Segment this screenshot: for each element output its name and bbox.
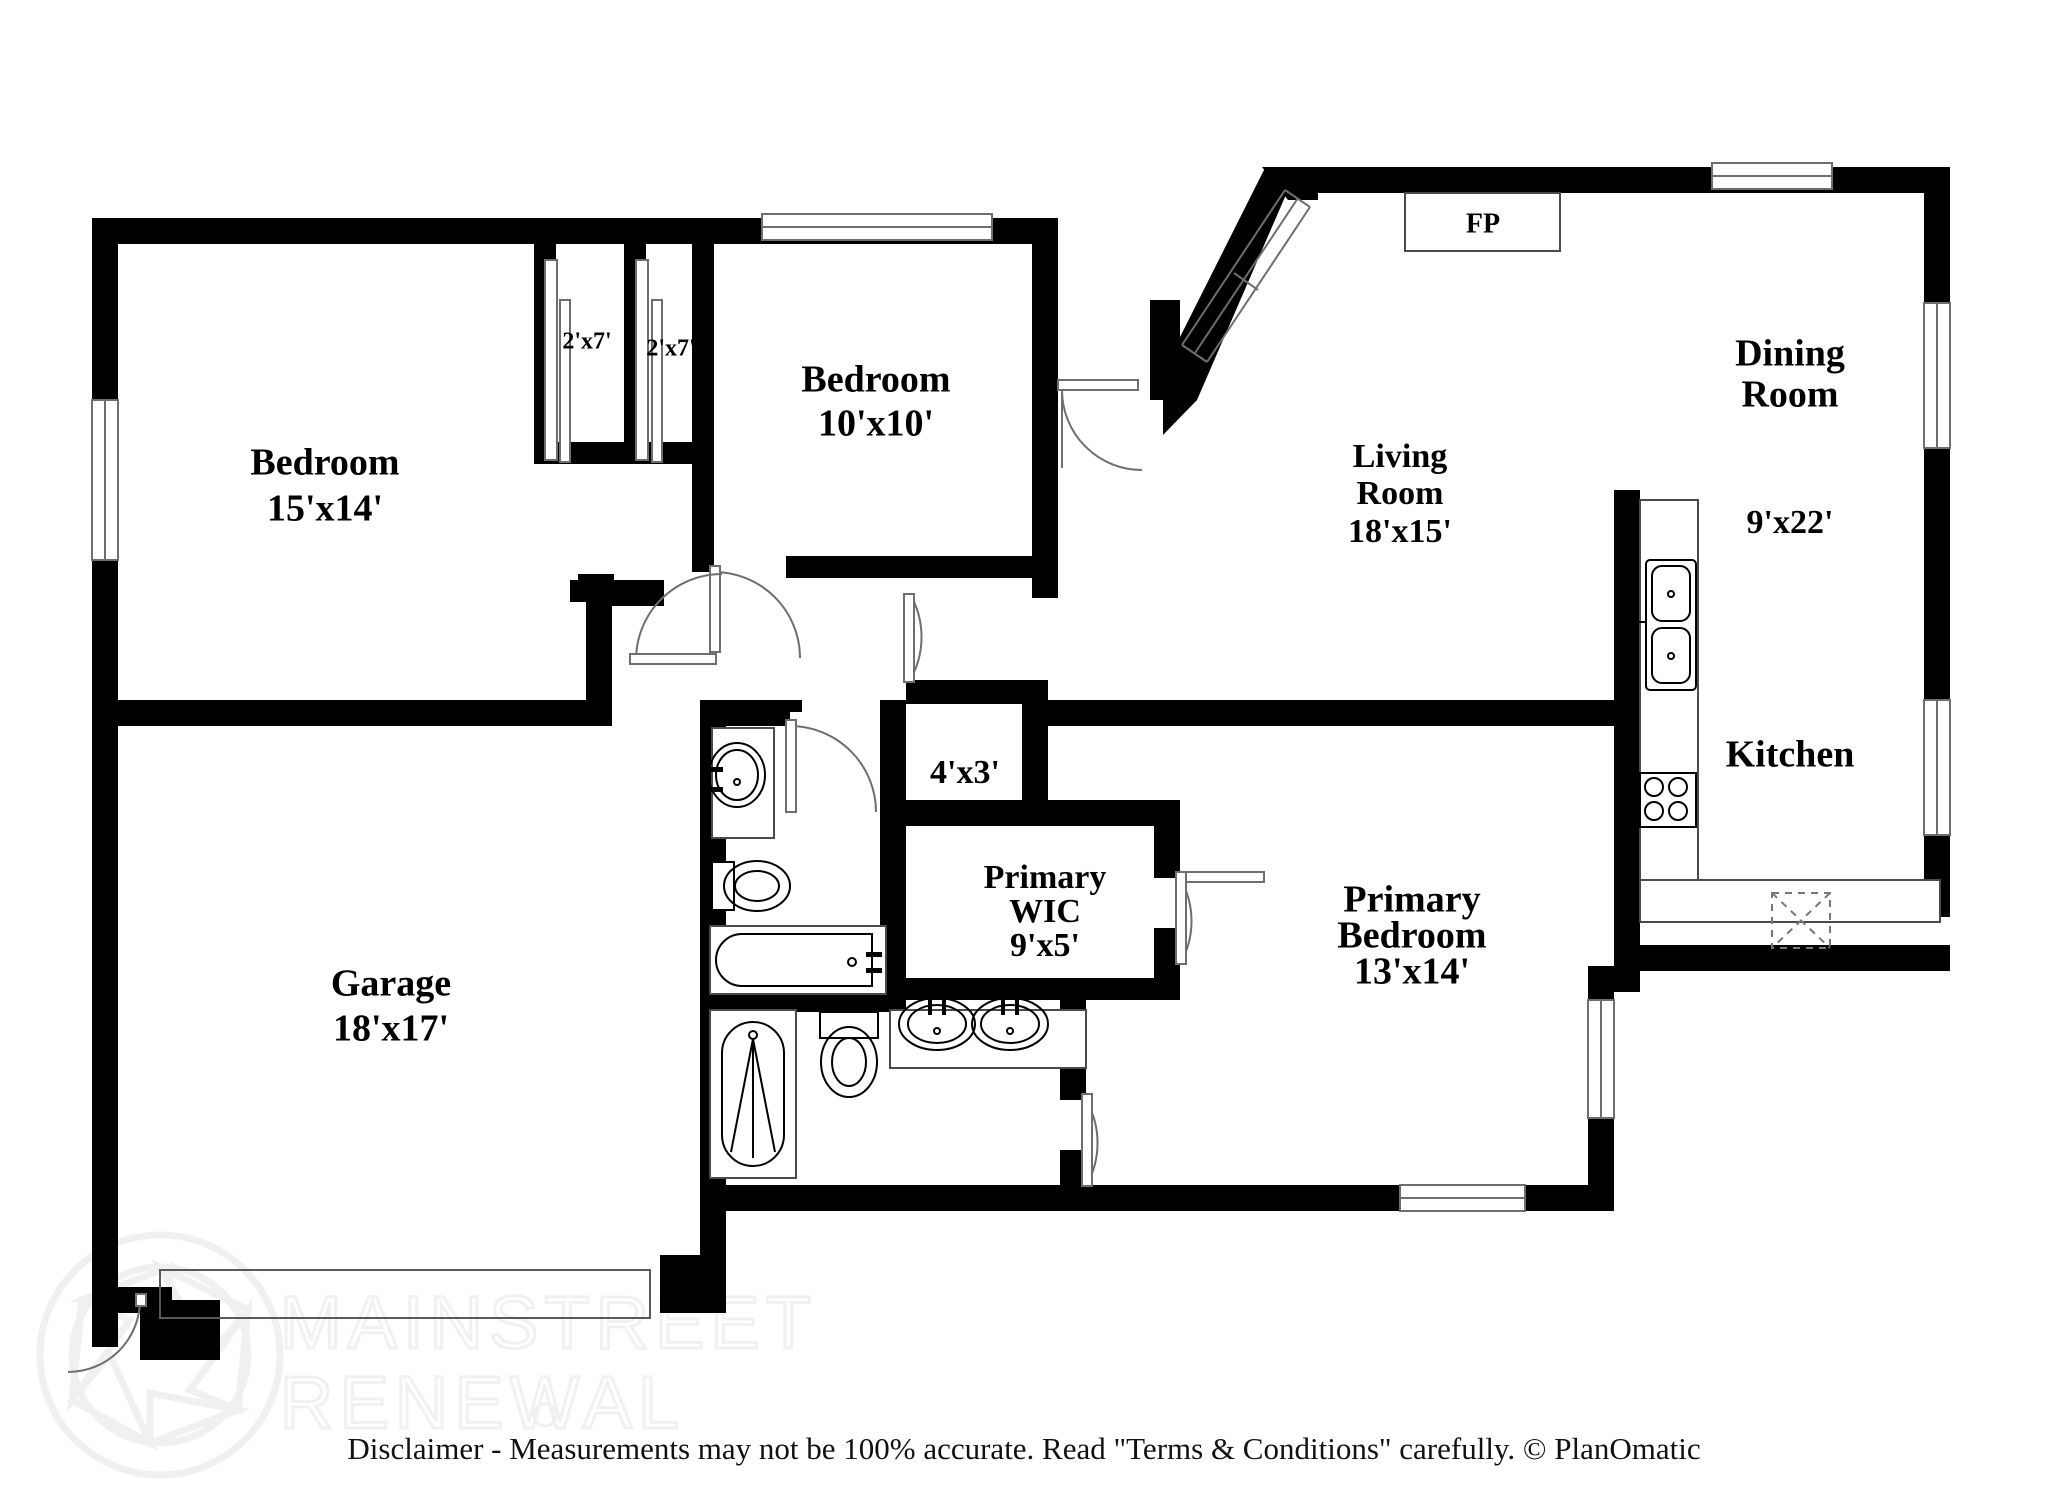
door-bedroom3-hall[interactable] [709,565,801,659]
watermark-mainstreet-renewal: MAINSTREET RENEWAL [36,1231,817,1479]
wall-wic-north [880,800,1180,826]
door-bedroom2[interactable] [629,573,723,665]
label-primary-bedroom-line1: Primary [1343,879,1480,921]
wall-living-south [1118,700,1614,726]
door-primary-bath[interactable] [1081,1093,1099,1187]
aperture-outer-circle [36,1231,284,1479]
label-fireplace: FP [1466,208,1500,239]
door-group[interactable] [67,379,1265,1373]
door-hall-bath[interactable] [785,719,877,813]
exterior-wall-angled [1163,168,1310,435]
wall-kitchen-jog [1588,700,1640,726]
kitchen-counter-south [1639,879,1941,923]
exterior-wall-west [92,218,118,1313]
watermark-line-1: MAINSTREET [280,1281,817,1364]
door-closet-hall[interactable] [903,593,923,683]
label-bedroom-2-dims: 15'x14' [267,488,383,530]
primary-bath-fixtures [709,997,1087,1179]
wall-closet-north [906,680,1048,704]
kitchen-range [1639,772,1697,828]
garage-overhead-door[interactable] [159,1269,651,1319]
watermark-line-2: RENEWAL [280,1361,685,1444]
label-bedroom-3-dims: 10'x10' [818,403,934,445]
tub-surround [709,925,887,995]
window-group [91,162,1951,1212]
primary-bath-vanity [889,1009,1087,1069]
label-kitchen-name: Kitchen [1726,734,1855,776]
door-bedroom3[interactable] [1057,379,1143,471]
label-garage-name: Garage [331,963,451,1005]
wall-kitchen-west [1614,490,1640,720]
wall-wic-east-upper [1154,800,1180,878]
wall-primarybath-jamb [1060,1150,1086,1170]
primary-bath-shower [709,1009,797,1179]
aperture-blade-3 [146,1388,251,1449]
label-dining-room-dims: 9'x22' [1747,504,1834,541]
label-living-room-dims: 18'x15' [1348,513,1452,550]
wall-closet-right-east [692,244,714,464]
door-primary-wic[interactable] [1175,871,1265,965]
wall-bedroom3-south [786,556,1058,578]
label-primary-bedroom-dims: 13'x14' [1354,951,1470,993]
label-primary-wic-dims: 9'x5' [1010,927,1080,964]
label-closet-right-dims: 2'x7' [646,336,695,362]
room-labels: Bedroom 15'x14' Bedroom 10'x10' Living R… [250,208,1854,1049]
wall-hallbath-south [700,990,906,1012]
wall-angle-jamb-lower [1150,300,1180,400]
label-primary-wic-line1: Primary [984,859,1107,896]
exterior-wall-north-right [1300,167,1950,193]
registered-trademark-icon [532,1402,558,1428]
label-closet-left-dims: 2'x7' [562,329,611,355]
primary-bath-vanity-sink-right [971,997,1049,1051]
fireplace [1404,192,1561,252]
primary-bath-toilet [819,1011,879,1098]
label-living-room-line1: Living [1353,438,1447,475]
wall-hall-north-right [1048,700,1118,726]
sliding-door-living[interactable] [1181,189,1311,363]
disclaimer-text: Disclaimer - Measurements may not be 100… [347,1431,1701,1466]
closet-left-door[interactable] [544,259,558,461]
wall-bath-north-left [700,700,790,726]
hall-bath-fixtures [707,727,887,995]
closet-right-door[interactable] [635,259,649,461]
wall-garage-corner [92,1287,118,1347]
label-primary-wic-line2: WIC [1009,893,1081,930]
label-living-room-line2: Room [1357,475,1444,512]
kitchen-refrigerator [1771,892,1831,949]
wall-wic-south [880,978,1180,1000]
kitchen-double-sink [1615,559,1697,691]
closet-right-door-panel[interactable] [651,299,663,463]
label-bedroom-2-name: Bedroom [250,442,399,484]
wall-garage-north [92,700,612,726]
closet-left-door-panel[interactable] [559,299,571,463]
primary-bath-vanity-sink-left [898,997,976,1051]
wall-primary-east-upper [1614,700,1640,972]
hall-bath-tub [709,925,887,995]
label-bedroom-3-name: Bedroom [801,359,950,401]
wall-hall-stub-left2 [570,580,614,602]
label-dining-room-line2: Room [1741,374,1838,416]
label-garage-dims: 18'x17' [333,1008,449,1050]
kitchen-fixtures [1615,499,1941,949]
label-primary-bedroom-line2: Bedroom [1337,915,1486,957]
door-garage-entry[interactable] [67,1293,147,1373]
wall-garage-door-jamb [660,1255,700,1287]
label-closet-hall-dims: 4'x3' [930,754,1000,791]
exterior-wall-kitchen-south [1614,945,1950,971]
wall-bedroom3-jamb [692,550,714,572]
hall-bath-sink [707,742,766,808]
wall-bedroom3-east [1032,218,1058,598]
wall-garage-stub [140,1300,220,1360]
wall-bath-jamb [776,700,802,712]
label-dining-room-line1: Dining [1735,333,1845,375]
hall-bath-toilet [711,860,791,912]
wall-bedroom3-west [692,442,714,572]
wall-garage-east-lower [700,1211,726,1313]
